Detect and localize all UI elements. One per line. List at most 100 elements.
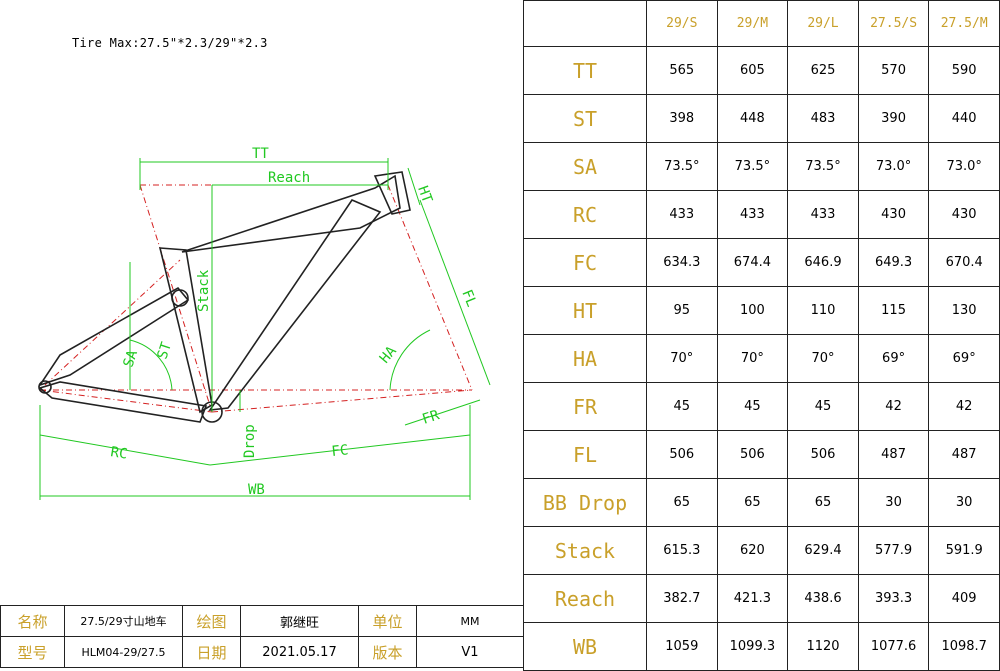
size-header: 29/S	[646, 0, 718, 47]
table-cell: 433	[646, 190, 718, 239]
model-label: 型号	[0, 636, 65, 668]
seatstay	[38, 286, 190, 387]
size-header: 27.5/S	[857, 0, 930, 47]
table-cell: 69°	[857, 334, 930, 383]
table-cell: 45	[646, 382, 718, 431]
table-cell: 605	[716, 46, 789, 95]
table-cell: 100	[716, 286, 789, 335]
info-row: 型号 HLM04-29/27.5 日期 2021.05.17 版本 V1	[0, 636, 524, 668]
sa-arc	[129, 339, 173, 391]
table-cell: 382.7	[646, 574, 718, 623]
version-value: V1	[416, 636, 524, 668]
table-cell: 1099.3	[716, 622, 789, 671]
table-cell: 634.3	[646, 238, 718, 287]
table-cell: 70°	[716, 334, 789, 383]
drawing-value: 郭继旺	[240, 605, 359, 637]
table-cell: 1059	[646, 622, 718, 671]
frame-geometry-diagram: TT Reach HT Stack FL SA ST HA FR Drop RC…	[38, 146, 491, 500]
label-drop: Drop	[242, 424, 258, 458]
table-cell: 487	[928, 430, 1000, 479]
row-label: HT	[523, 286, 647, 335]
frame-centerlines	[39, 184, 473, 413]
front-center-line	[211, 389, 473, 413]
size-header: 27.5/M	[928, 0, 1000, 47]
table-cell: 591.9	[928, 526, 1000, 575]
label-rc: RC	[109, 444, 128, 462]
row-label: SA	[523, 142, 647, 191]
table-cell: 590	[928, 46, 1000, 95]
label-ht: HT	[414, 184, 435, 206]
ht-dim-line	[407, 167, 421, 206]
label-fr: FR	[420, 407, 442, 428]
name-label: 名称	[0, 605, 65, 637]
table-cell: 390	[857, 94, 930, 143]
table-cell: 73.0°	[857, 142, 930, 191]
table-cell: 674.4	[716, 238, 789, 287]
table-cell: 430	[857, 190, 930, 239]
table-cell: 577.9	[857, 526, 930, 575]
size-header: 29/L	[787, 0, 859, 47]
chainstay-centerline	[39, 389, 213, 413]
table-cell: 506	[646, 430, 718, 479]
top-tube	[181, 174, 401, 253]
table-cell: 73.0°	[928, 142, 1000, 191]
label-st: ST	[155, 340, 176, 362]
table-cell: 1098.7	[928, 622, 1000, 671]
drawing-label: 绘图	[182, 605, 241, 637]
table-cell: 1120	[787, 622, 859, 671]
head-tube	[373, 171, 411, 215]
chainstay	[38, 381, 208, 423]
table-cell: 95	[646, 286, 718, 335]
label-tt: TT	[252, 146, 269, 162]
label-wb: WB	[248, 482, 265, 498]
label-reach: Reach	[268, 170, 310, 186]
row-label: FC	[523, 238, 647, 287]
table-cell: 73.5°	[646, 142, 718, 191]
version-label: 版本	[358, 636, 417, 668]
fc-dim-line	[209, 434, 471, 466]
row-label: Stack	[523, 526, 647, 575]
table-cell: 73.5°	[716, 142, 789, 191]
table-cell: 45	[716, 382, 789, 431]
table-cell: 42	[928, 382, 1000, 431]
date-value: 2021.05.17	[240, 636, 359, 668]
seat-tube-centerline	[139, 184, 213, 413]
table-cell: 110	[787, 286, 859, 335]
table-cell: 1077.6	[857, 622, 930, 671]
table-cell: 65	[646, 478, 718, 527]
down-tube	[208, 199, 382, 411]
table-cell: 115	[857, 286, 930, 335]
model-value: HLM04-29/27.5	[64, 636, 183, 668]
label-fl: FL	[458, 288, 479, 310]
rear-dropout	[38, 380, 52, 394]
label-sa: SA	[121, 348, 142, 370]
table-cell: 506	[787, 430, 859, 479]
ha-arc	[389, 329, 431, 391]
table-cell: 629.4	[787, 526, 859, 575]
seatstay-junction	[171, 289, 189, 307]
drawing-info-block: 名称 27.5/29寸山地车 绘图 郭继旺 单位 MM 型号 HLM04-29/…	[0, 605, 524, 668]
dimension-lines	[39, 158, 491, 500]
row-label: ST	[523, 94, 647, 143]
table-cell: 649.3	[857, 238, 930, 287]
table-cell: 615.3	[646, 526, 718, 575]
table-cell: 69°	[928, 334, 1000, 383]
frame-outline	[38, 171, 411, 423]
fr-dim-line	[404, 399, 481, 426]
table-cell: 70°	[787, 334, 859, 383]
name-value: 27.5/29寸山地车	[64, 605, 183, 637]
row-label: WB	[523, 622, 647, 671]
tire-max-note: Tire Max:27.5"*2.3/29"*2.3	[72, 36, 268, 50]
fork-centerline	[387, 184, 473, 391]
table-cell: 646.9	[787, 238, 859, 287]
table-cell: 448	[716, 94, 789, 143]
